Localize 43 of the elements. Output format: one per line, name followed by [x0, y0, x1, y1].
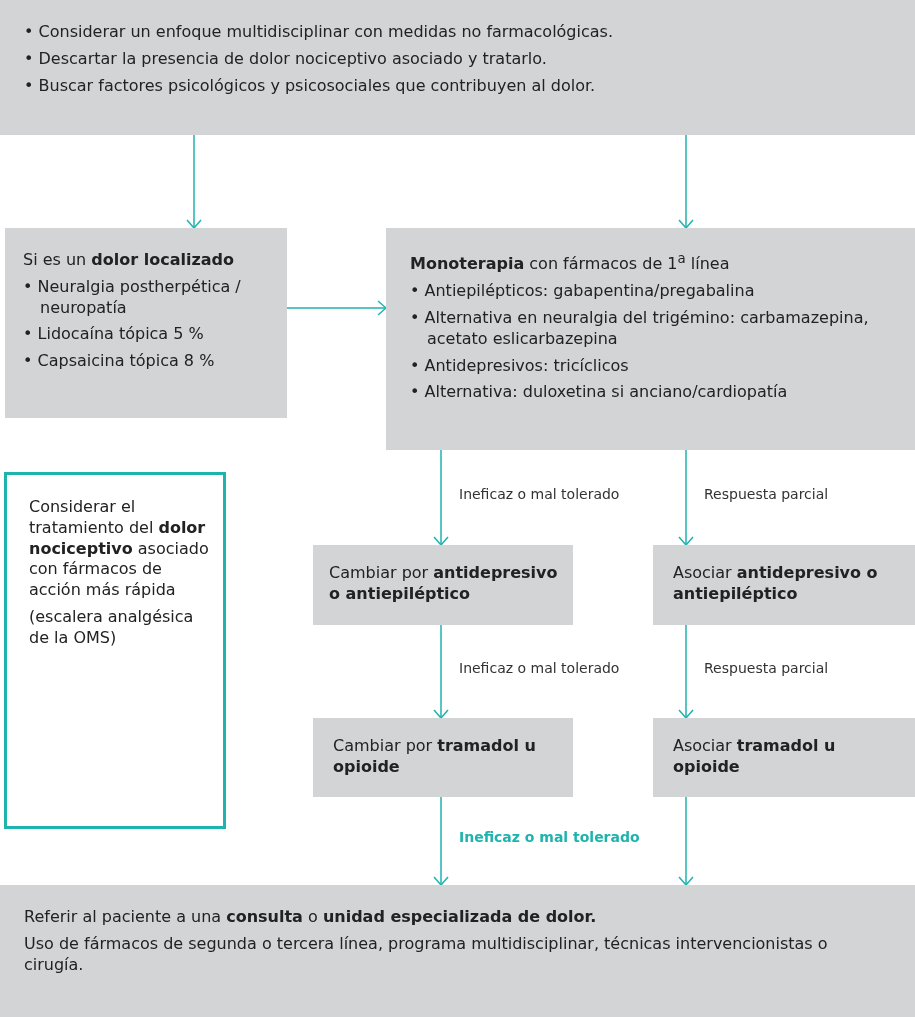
- arrow: [678, 796, 694, 886]
- arrow: [433, 796, 449, 886]
- edge-label: Respuesta parcial: [704, 485, 829, 502]
- bullet-item: • Alternativa en neuralgia del trigémino: carbamazepina, acetato eslicarbazepina: [410, 307, 870, 350]
- box-text: Cambiar por tramadol u opioide: [333, 736, 537, 778]
- bullet-item: • Buscar factores psicológicos y psicosociales que contribuyen al dolor.: [24, 75, 597, 97]
- bullet-item: • Lidocaína tópica 5 %: [23, 324, 205, 346]
- process-box: [386, 228, 915, 450]
- arrow: [433, 624, 449, 719]
- bullet-item: • Descartar la presencia de dolor nociceptivo asociado y tratarlo.: [24, 48, 548, 70]
- box-text: Uso de fármacos de segunda o tercera línea, programa multidisciplinar, técnicas intervencionistas o cirugía.: [24, 933, 829, 976]
- bullet-item: • Antiepilépticos: gabapentina/pregabalina: [410, 281, 756, 302]
- process-box: [653, 718, 915, 797]
- box-text: Asociar tramadol u opioide: [673, 736, 837, 778]
- note-box: [4, 472, 226, 829]
- arrow: [678, 449, 694, 546]
- bullet-item: • Neuralgia postherpética / neuropatía: [23, 276, 242, 319]
- edge-label: Ineficaz o mal tolerado: [459, 485, 620, 502]
- edge-label: Ineficaz o mal tolerado: [459, 659, 620, 676]
- bullet-item: • Alternativa: duloxetina si anciano/cardiopatía: [410, 382, 789, 404]
- bullet-item: • Considerar un enfoque multidisciplinar con medidas no farmacológicas.: [24, 22, 614, 43]
- bullet-item: • Antidepresivos: tricíclicos: [410, 355, 630, 377]
- process-box: [5, 228, 287, 418]
- box-heading: Si es un dolor localizado: [23, 250, 235, 271]
- process-box: [653, 545, 915, 625]
- arrow: [286, 300, 387, 316]
- edge-label: Respuesta parcial: [704, 659, 829, 676]
- arrow: [678, 624, 694, 719]
- box-text: Considerar el tratamiento del dolor nociceptivo asociado con fármacos de acción más rápida: [29, 497, 209, 601]
- box-heading: Monoterapia con fármacos de 1$^{a}$ línea: [410, 250, 731, 276]
- box-text: (escalera analgésica de la OMS): [29, 607, 195, 649]
- arrow: [186, 134, 202, 229]
- note-box: [0, 0, 915, 135]
- process-box: [313, 718, 573, 797]
- process-box: [313, 545, 573, 625]
- box-text: Referir al paciente a una consulta o unidad especializada de dolor.: [24, 907, 598, 928]
- bullet-item: • Capsaicina tópica 8 %: [23, 351, 216, 372]
- edge-label: Ineficaz o mal tolerado: [459, 829, 640, 845]
- arrow: [678, 134, 694, 229]
- box-text: Asociar antidepresivo o antiepiléptico: [673, 563, 879, 605]
- note-box: [0, 885, 915, 1017]
- box-text: Cambiar por antidepresivo o antiepiléptico: [329, 563, 559, 605]
- arrow: [433, 449, 449, 546]
